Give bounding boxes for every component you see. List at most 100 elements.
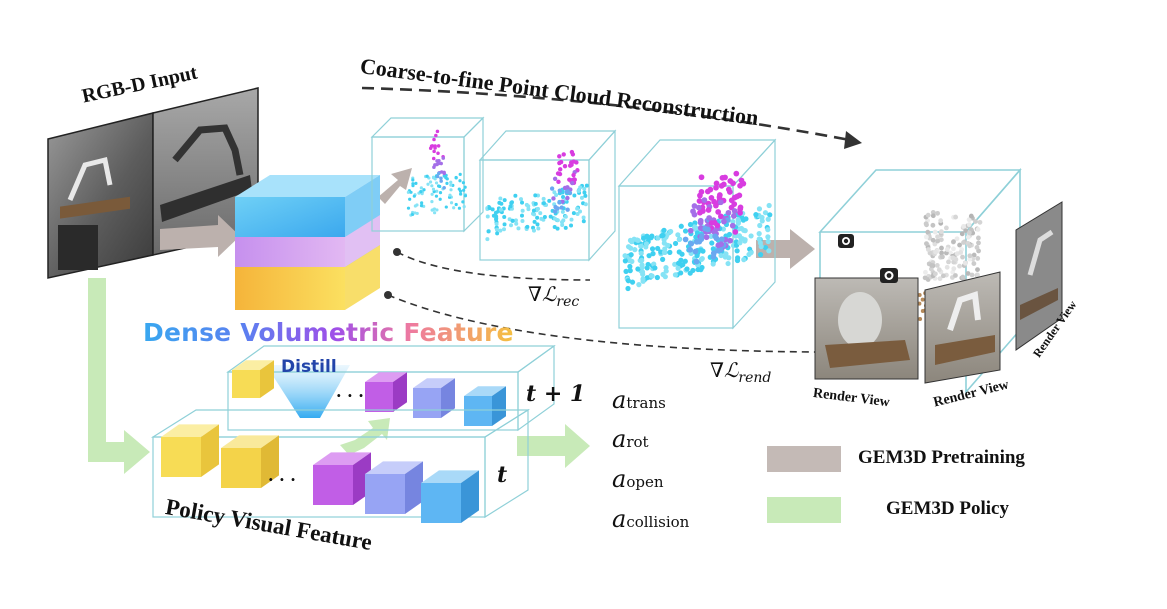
point xyxy=(703,234,710,241)
point xyxy=(553,204,558,210)
loss-rec-symbol: ∇ℒ xyxy=(528,282,557,306)
point xyxy=(698,189,705,195)
point xyxy=(562,163,568,169)
rgb-image xyxy=(47,112,154,279)
point xyxy=(957,242,962,248)
point xyxy=(434,181,439,185)
point xyxy=(509,223,514,228)
point xyxy=(439,176,443,180)
point xyxy=(725,209,732,216)
point xyxy=(655,245,661,252)
point xyxy=(431,156,436,161)
point xyxy=(684,266,690,272)
point xyxy=(682,236,689,243)
loss-rec-label: ∇ℒrec xyxy=(528,282,579,310)
point xyxy=(432,137,436,142)
point xyxy=(759,218,765,224)
point xyxy=(581,215,586,220)
point xyxy=(494,227,499,232)
point xyxy=(967,253,973,259)
point xyxy=(516,226,521,231)
point xyxy=(629,239,635,245)
feature-cube-yellow xyxy=(161,437,201,477)
point xyxy=(965,234,971,240)
point xyxy=(648,273,655,279)
point xyxy=(966,217,972,223)
point xyxy=(628,252,634,258)
point xyxy=(958,250,964,255)
point xyxy=(951,266,957,272)
point xyxy=(727,237,734,244)
point xyxy=(557,200,562,205)
point xyxy=(717,199,724,206)
point xyxy=(975,256,981,261)
point xyxy=(436,144,441,148)
point xyxy=(570,152,576,157)
point xyxy=(569,217,574,222)
point-cloud-box-medium xyxy=(478,129,617,262)
point xyxy=(507,217,512,222)
point xyxy=(675,265,681,271)
point xyxy=(559,205,564,210)
point xyxy=(498,228,503,233)
render-view-back xyxy=(1015,201,1063,351)
point xyxy=(431,175,436,179)
action-rot-sub: rot xyxy=(626,433,649,451)
point xyxy=(524,202,529,207)
point xyxy=(717,246,724,253)
point xyxy=(953,214,959,220)
point xyxy=(961,223,967,229)
point xyxy=(932,229,938,235)
point xyxy=(582,186,587,191)
point xyxy=(561,194,566,199)
loss-rend-subscript: rend xyxy=(738,370,772,386)
point xyxy=(487,206,492,211)
point xyxy=(966,230,972,236)
point xyxy=(738,177,745,184)
point xyxy=(678,223,684,229)
point xyxy=(968,213,974,219)
point xyxy=(449,183,453,187)
arrow-pc3-to-render xyxy=(756,229,815,269)
point xyxy=(705,226,711,233)
point xyxy=(462,188,466,192)
point xyxy=(491,213,496,218)
point xyxy=(735,220,741,226)
distill-funnel xyxy=(266,365,350,418)
point xyxy=(934,263,940,268)
point xyxy=(950,255,956,261)
point xyxy=(731,208,738,214)
point xyxy=(937,276,943,282)
point xyxy=(965,271,971,276)
depth-image xyxy=(152,87,259,256)
point xyxy=(439,161,443,166)
point xyxy=(712,233,719,240)
point xyxy=(974,245,980,250)
point xyxy=(575,206,580,211)
point xyxy=(442,171,446,176)
point xyxy=(419,186,423,190)
point xyxy=(578,185,583,190)
point xyxy=(765,238,771,245)
point xyxy=(678,257,684,263)
point xyxy=(730,219,736,225)
point xyxy=(766,248,772,254)
policy-arrow-out xyxy=(517,424,590,468)
point xyxy=(485,214,490,219)
point xyxy=(430,144,435,148)
point xyxy=(541,201,546,206)
point xyxy=(765,234,771,240)
point xyxy=(520,219,525,224)
camera-icon xyxy=(880,268,898,283)
point xyxy=(557,154,562,159)
point xyxy=(762,210,769,216)
point xyxy=(510,218,515,223)
point xyxy=(565,185,570,190)
point xyxy=(957,263,962,269)
point xyxy=(531,228,536,233)
point xyxy=(700,248,706,254)
point xyxy=(430,200,434,204)
feature-cube-purple xyxy=(365,382,393,412)
point xyxy=(963,228,969,233)
point xyxy=(635,266,641,272)
